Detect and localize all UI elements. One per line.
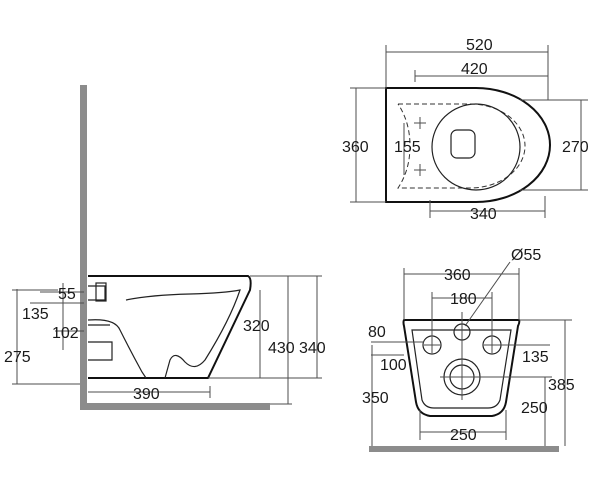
dim-label-320: 320 [243, 318, 270, 335]
dim-label-102: 102 [52, 325, 79, 342]
dim-label-135: 135 [22, 306, 49, 323]
dim-label-340-side: 340 [299, 340, 326, 357]
bowl-trap [87, 319, 147, 379]
top-view: 520 420 360 155 270 340 [342, 37, 589, 223]
dim-label-390: 390 [133, 386, 160, 403]
rim-dashed [397, 103, 526, 189]
dim-label-55-dia: Ø55 [511, 247, 541, 264]
toilet-side-outline [88, 275, 252, 379]
dim-label-275: 275 [4, 349, 31, 366]
dim-label-360-top: 360 [342, 139, 369, 156]
dim-label-520: 520 [466, 37, 493, 54]
dim-label-55: 55 [58, 286, 76, 303]
dim-label-270: 270 [562, 139, 589, 156]
rear-body-outline [402, 319, 521, 417]
rear-inner-outline [411, 329, 512, 409]
dim-label-180: 180 [450, 291, 477, 308]
floor [80, 403, 270, 410]
bowl-opening [431, 103, 521, 191]
seat-hinge [450, 129, 476, 159]
dim-label-385: 385 [548, 377, 575, 394]
wall [80, 85, 87, 410]
dim-label-250-bottom: 250 [450, 427, 477, 444]
dim-label-360-rear: 360 [444, 267, 471, 284]
outlet-pipe [88, 341, 113, 361]
dim-label-100: 100 [380, 357, 407, 374]
leader-55 [464, 261, 511, 327]
dim-label-135-rear: 135 [522, 349, 549, 366]
dim-label-340-top: 340 [470, 206, 497, 223]
inlet-connector [95, 282, 107, 302]
dim-label-250-right: 250 [521, 400, 548, 417]
rear-view: 360 Ø55 180 80 100 350 135 385 250 250 [362, 247, 575, 452]
rear-floor [369, 446, 559, 452]
dim-label-350: 350 [362, 390, 389, 407]
dim-label-155: 155 [394, 139, 421, 156]
bowl-inner-curve [125, 289, 241, 379]
dim-label-80: 80 [368, 324, 386, 341]
side-view: 55 135 102 275 320 430 340 390 [4, 85, 326, 410]
dim-label-430: 430 [268, 340, 295, 357]
dim-label-420: 420 [461, 61, 488, 78]
toilet-top-outline [385, 87, 551, 203]
